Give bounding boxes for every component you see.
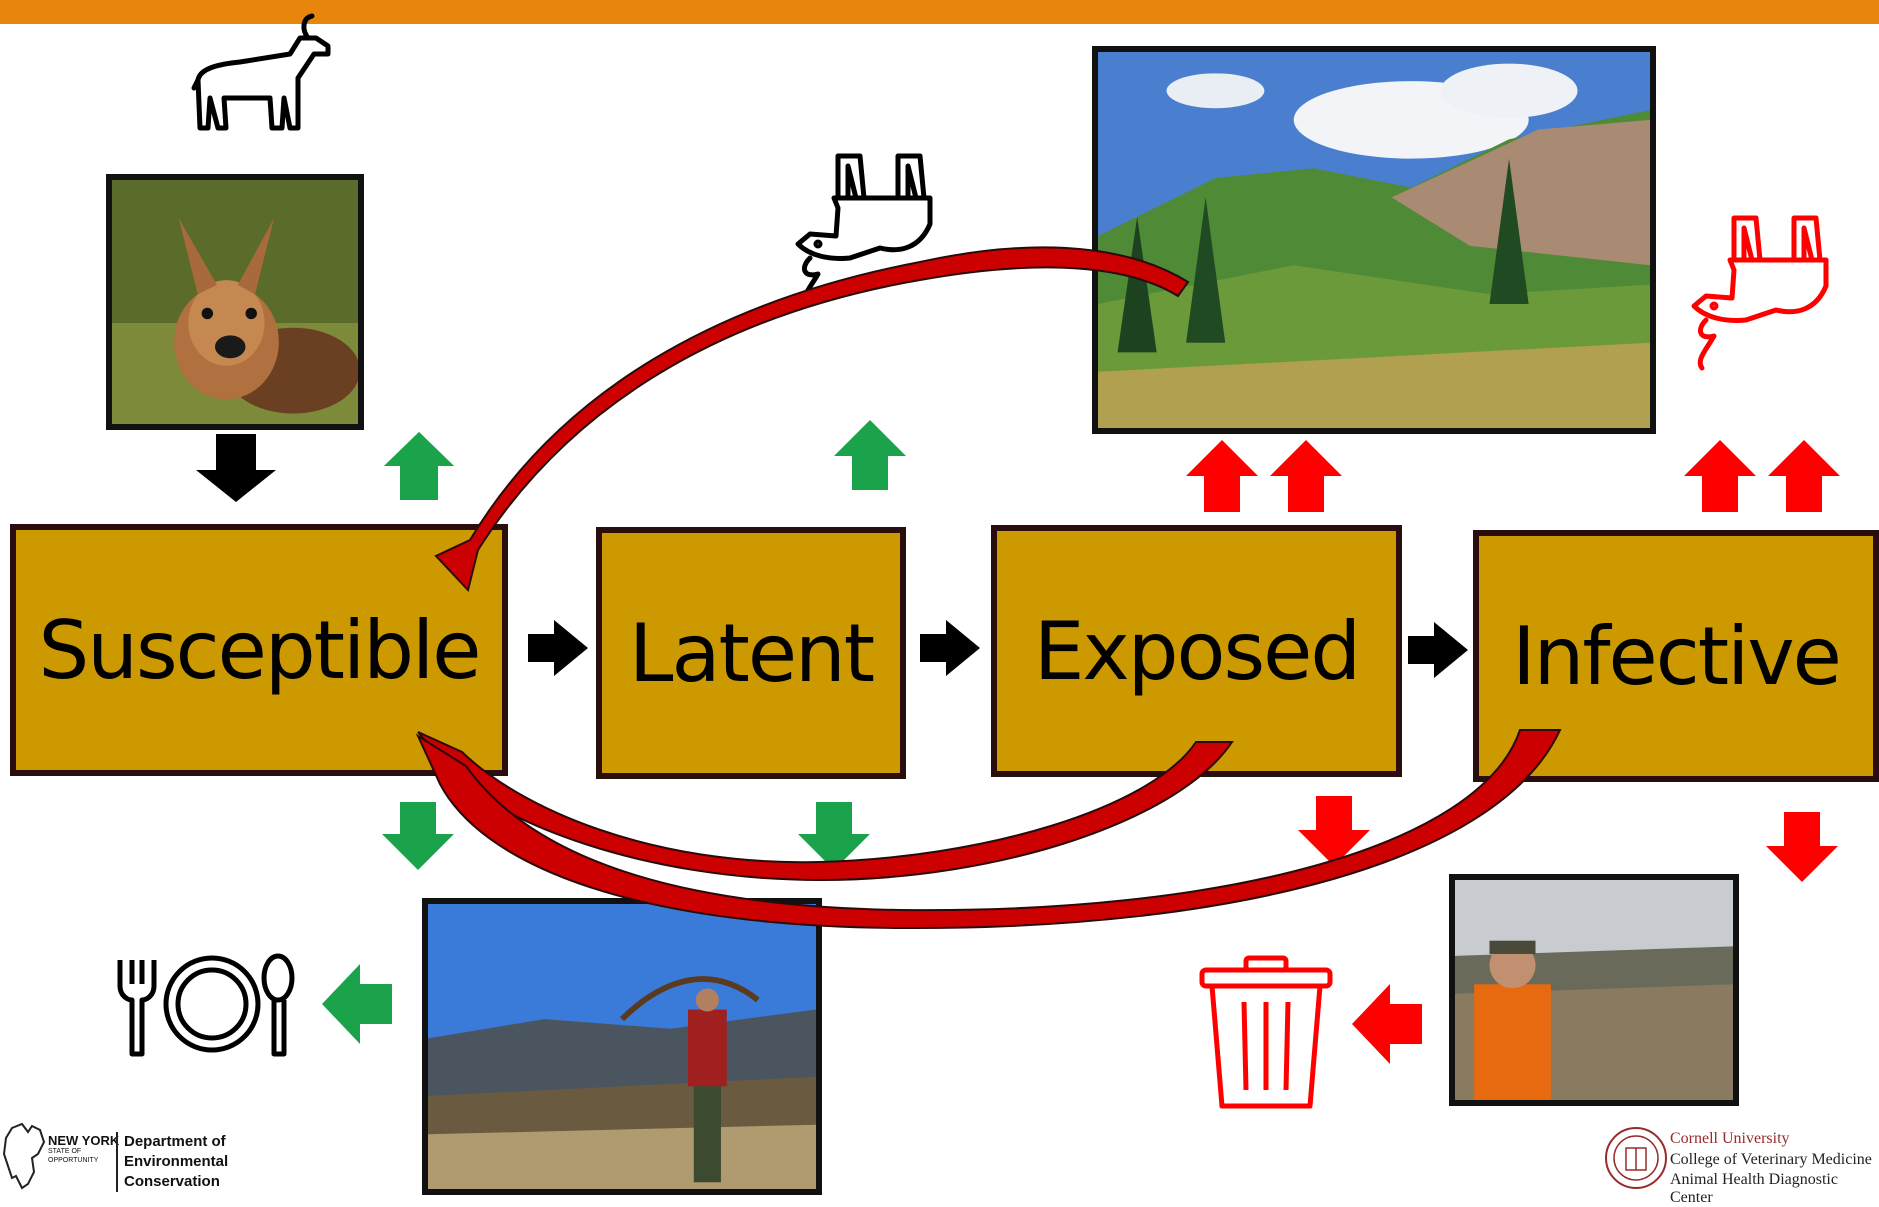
arrow-red-left-disposal (1352, 984, 1422, 1064)
cornell-logo-line2: College of Veterinary Medicine (1670, 1151, 1872, 1168)
arrow-red-up-infective-2 (1768, 440, 1840, 512)
plate-cutlery-icon (117, 953, 295, 1057)
arrow-green-up-latent (834, 420, 906, 490)
state-susceptible-label: Susceptible (38, 603, 482, 697)
arrow-green-down-susceptible (382, 802, 454, 870)
state-latent: Latent (596, 527, 906, 779)
state-susceptible: Susceptible (10, 524, 508, 776)
arrow-red-down-infective (1766, 812, 1838, 882)
state-latent-label: Latent (628, 606, 875, 700)
arrow-red-up-exposed-2 (1270, 440, 1342, 512)
dec-logo-line1: Department of (124, 1133, 226, 1150)
hunter-with-antlers-photo (422, 898, 822, 1195)
hunter-portrait-photo (1449, 874, 1739, 1106)
deer-standing-icon (191, 13, 331, 131)
arrow-birth-down (196, 434, 276, 502)
arrow-red-up-infective-1 (1684, 440, 1756, 512)
nys-logo-line3: OPPORTUNITY (48, 1157, 99, 1164)
arrow-latent-to-exposed (920, 620, 980, 676)
top-accent-bar (0, 0, 1879, 24)
dec-logo-line3: Conservation (124, 1173, 220, 1190)
state-exposed-label: Exposed (1033, 604, 1361, 698)
arrow-red-up-exposed-1 (1186, 440, 1258, 512)
deer-dead-red-icon (1691, 215, 1829, 371)
arrow-green-left-harvest (322, 964, 392, 1044)
logo-divider (116, 1132, 118, 1192)
mountain-meadow-photo (1092, 46, 1656, 434)
cornell-logo-line3: Animal Health Diagnostic Center (1670, 1171, 1838, 1206)
arrow-green-down-latent (798, 802, 870, 870)
state-infective-label: Infective (1512, 609, 1842, 703)
dec-logo-line2: Environmental (124, 1153, 229, 1170)
deer-dead-icon (795, 153, 933, 309)
state-infective: Infective (1473, 530, 1879, 782)
state-exposed: Exposed (991, 525, 1402, 777)
arrow-exposed-to-infective (1408, 622, 1468, 678)
cornell-seal-logo (1605, 1127, 1667, 1189)
trash-can-icon (1199, 955, 1333, 1109)
fawn-photo (106, 174, 364, 430)
arrow-green-up-susceptible (384, 432, 454, 500)
nys-logo-line2: STATE OF (48, 1148, 82, 1155)
arrow-red-down-exposed (1298, 796, 1370, 866)
nys-state-outline-logo (2, 1122, 46, 1190)
nys-logo-line1: NEW YORK (48, 1133, 120, 1148)
cornell-logo-line1: Cornell University (1670, 1130, 1790, 1147)
arrow-susceptible-to-latent (528, 620, 588, 676)
